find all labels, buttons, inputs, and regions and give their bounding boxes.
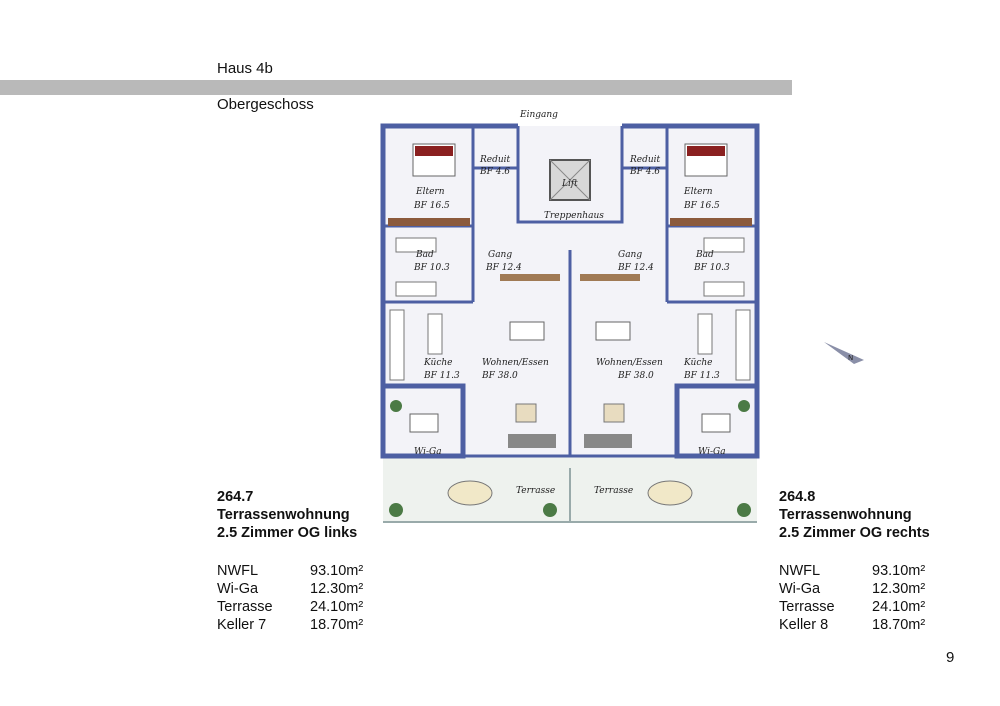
unit-type: Terrassenwohnung [217,507,350,523]
label-left-hall: Gang [488,250,512,260]
label-left-kitchen: Küche [423,358,453,368]
label-right-reduit: Reduit [629,155,661,165]
unit-rooms: 2.5 Zimmer OG rechts [779,525,930,541]
label-right-winter-garden: Wi-Ga [698,447,726,457]
label-right-kitchen: Küche [683,358,713,368]
area-value: 24.10m² [310,599,364,615]
label-left-bedroom-area: BF 16.5 [413,201,450,211]
area-value: 93.10m² [872,563,926,579]
label-stairwell: Treppenhaus [544,211,604,221]
floor-title: Obergeschoss [217,96,314,113]
area-row: Keller 7 18.70m² [217,616,417,634]
label-left-living: Wohnen/Essen [482,358,549,368]
unit-number: 264.8 [779,489,816,505]
label-right-bedroom: Eltern [683,187,713,197]
floor-plan-drawing: Eingang Lift Treppenhaus Reduit BF 4.6 E… [380,110,760,523]
floor-plan: Eingang Lift Treppenhaus Reduit BF 4.6 E… [378,104,762,530]
label-right-reduit-area: BF 4.6 [629,167,660,177]
label-left-living-area: BF 38.0 [481,371,518,381]
area-label: Terrasse [217,599,273,615]
unit-info-left: 264.7 Terrassenwohnung 2.5 Zimmer OG lin… [217,488,417,634]
label-right-living-area: BF 38.0 [617,371,654,381]
area-value: 12.30m² [872,581,926,597]
label-right-hall: Gang [618,250,642,260]
label-left-reduit: Reduit [479,155,511,165]
unit-info-right: 264.8 Terrassenwohnung 2.5 Zimmer OG rec… [779,488,979,634]
label-left-reduit-area: BF 4.6 [479,167,510,177]
north-arrow-label: N [848,354,853,362]
area-value: 93.10m² [310,563,364,579]
label-right-bath-area: BF 10.3 [693,263,730,273]
label-left-terrace: Terrasse [516,486,555,496]
area-label: Terrasse [779,599,835,615]
area-row: Terrasse 24.10m² [217,598,417,616]
area-row: Terrasse 24.10m² [779,598,979,616]
label-right-bedroom-area: BF 16.5 [683,201,720,211]
area-row: NWFL 93.10m² [779,562,979,580]
area-row: Wi-Ga 12.30m² [779,580,979,598]
area-list: NWFL 93.10m² Wi-Ga 12.30m² Terrasse 24.10m²… [217,562,417,634]
area-label: Keller 7 [217,617,267,633]
area-label: Wi-Ga [779,581,821,597]
area-value: 24.10m² [872,599,926,615]
area-label: NWFL [779,563,821,579]
label-left-bedroom: Eltern [415,187,445,197]
house-title: Haus 4b [217,60,273,77]
area-value: 12.30m² [310,581,364,597]
area-row: Wi-Ga 12.30m² [217,580,417,598]
unit-rooms: 2.5 Zimmer OG links [217,525,358,541]
label-right-kitchen-area: BF 11.3 [683,371,720,381]
area-list: NWFL 93.10m² Wi-Ga 12.30m² Terrasse 24.10m²… [779,562,979,634]
label-lift: Lift [561,179,578,189]
area-row: Keller 8 18.70m² [779,616,979,634]
north-arrow-icon: N [820,338,870,373]
area-value: 18.70m² [310,617,364,633]
area-label: Keller 8 [779,617,829,633]
label-left-kitchen-area: BF 11.3 [423,371,460,381]
area-label: Wi-Ga [217,581,259,597]
label-left-bath-area: BF 10.3 [413,263,450,273]
label-entrance: Eingang [519,110,558,120]
area-row: NWFL 93.10m² [217,562,417,580]
label-left-bath: Bad [415,250,434,260]
page-number: 9 [946,649,955,666]
label-left-winter-garden: Wi-Ga [414,447,442,457]
header-divider [0,80,792,95]
unit-type: Terrassenwohnung [779,507,912,523]
area-label: NWFL [217,563,259,579]
label-right-bath: Bad [695,250,714,260]
label-right-terrace: Terrasse [594,486,633,496]
label-left-hall-area: BF 12.4 [485,263,522,273]
unit-number: 264.7 [217,489,254,505]
area-value: 18.70m² [872,617,926,633]
label-right-living: Wohnen/Essen [596,358,663,368]
label-right-hall-area: BF 12.4 [617,263,654,273]
